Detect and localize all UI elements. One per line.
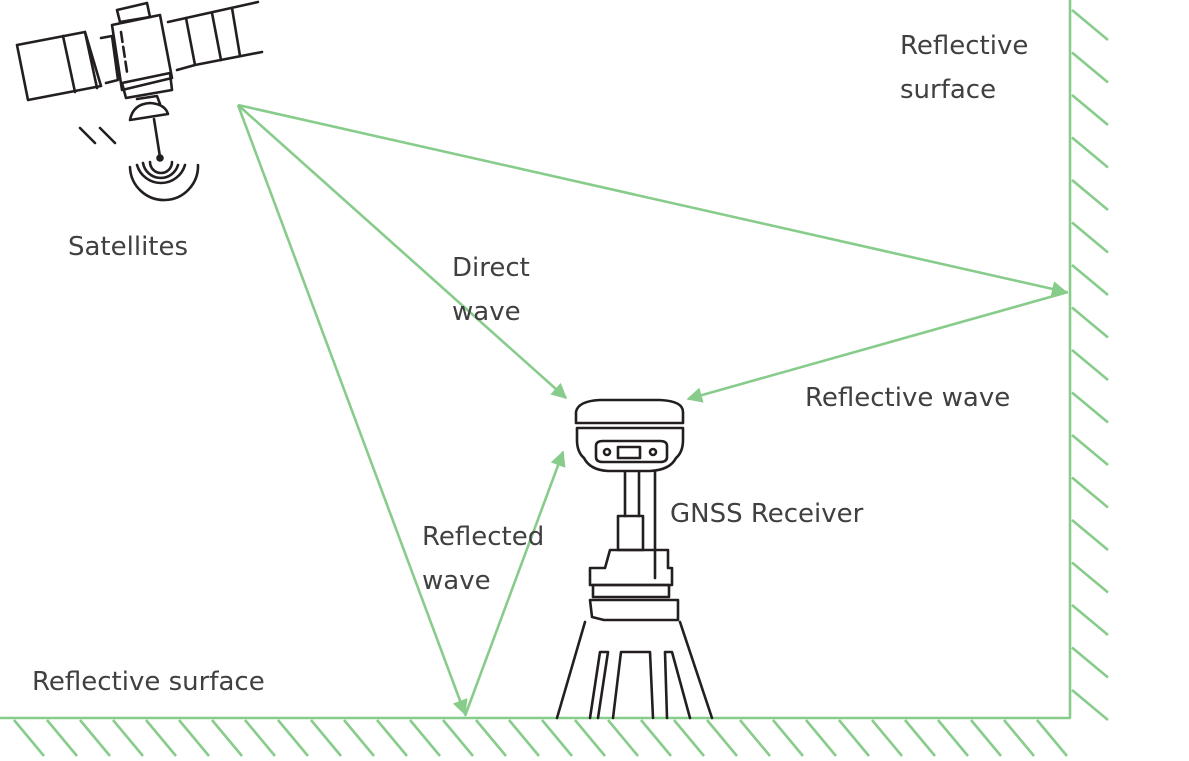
signal-to-ground [236,104,468,716]
wall-hatch [1071,9,1109,41]
ground-hatch [739,719,771,757]
ground-hatch [112,719,144,757]
ground-hatch [13,719,45,757]
wall-hatch [1071,646,1109,679]
gnss-receiver-icon [555,398,714,720]
ground-hatch [871,719,903,757]
direct-wave-arrow [237,104,568,400]
ground-hatch [244,719,276,757]
wall-hatch [1071,434,1109,466]
wall-hatch [1071,349,1109,381]
ground-hatch [607,719,639,757]
ground-hatch [673,719,705,757]
wall-hatch [1071,476,1109,509]
ground-hatch [937,719,969,757]
ground-hatch [310,719,342,757]
ground-hatch [178,719,210,757]
direct-wave-label: Direct wave [452,253,530,327]
wall-hatch [1071,94,1109,126]
ground-hatch [1003,719,1035,757]
wall-hatch [1071,604,1109,636]
ground-hatch [79,719,111,757]
ground-hatch [46,719,78,757]
gnss-receiver-label: GNSS Receiver [670,499,864,529]
wall-hatch [1071,689,1109,721]
ground-hatch [508,719,540,757]
ground-hatch [1036,719,1068,757]
wall-hatch [1071,51,1109,84]
ground-hatch [904,719,936,757]
ground-surface [0,716,1071,757]
ground-hatch [442,719,474,757]
ground-hatch [211,719,243,757]
ground-hatch [409,719,441,757]
wall-hatch [1071,221,1109,254]
wall-hatch [1071,306,1109,339]
satellites-label: Satellites [68,232,189,262]
ground-hatch [805,719,837,757]
reflective-wave-arrow [686,290,1069,403]
ground-hatch [145,719,177,757]
ground-hatch [706,719,738,757]
reflected-wave-label: Reflected wave [422,522,545,596]
wall-hatch [1071,519,1109,551]
wall-hatch [1071,179,1109,211]
ground-hatch [376,719,408,757]
wall-hatch [1071,561,1109,594]
wall-surface [1068,0,1109,721]
ground-hatch [574,719,606,757]
reflected-wave-arrow [463,450,566,717]
ground-hatch [343,719,375,757]
ground-hatch [772,719,804,757]
satellite-icon [15,0,264,202]
ground-hatch [838,719,870,757]
ground-hatch [541,719,573,757]
ground-hatch [475,719,507,757]
signal-to-wall [237,103,1068,297]
wall-reflective-surface-label: Reflective surface [900,31,1029,105]
ground-hatch [970,719,1002,757]
ground-hatch [277,719,309,757]
wall-hatch [1071,264,1109,296]
ground-reflective-surface-label: Reflective surface [32,667,265,697]
wall-hatch [1071,136,1109,169]
reflective-wave-label: Reflective wave [805,383,1011,413]
ground-hatch [640,719,672,757]
wall-hatch [1071,391,1109,424]
